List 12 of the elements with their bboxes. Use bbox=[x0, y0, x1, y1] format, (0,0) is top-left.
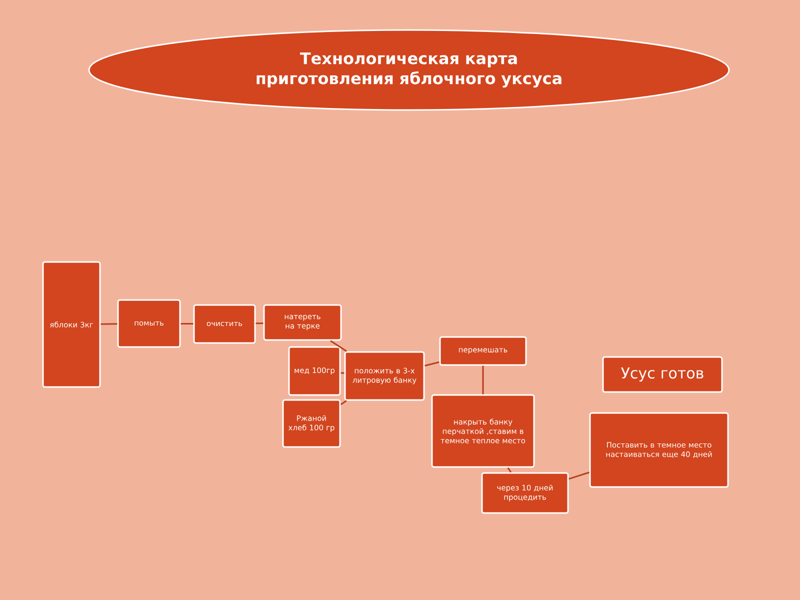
connector-line bbox=[340, 372, 344, 374]
connector-line bbox=[568, 472, 590, 480]
connector-line bbox=[256, 322, 264, 324]
connector-line bbox=[507, 467, 512, 473]
connector-line bbox=[424, 361, 440, 367]
connector-line bbox=[340, 400, 347, 406]
connector-line bbox=[100, 323, 118, 325]
connector-line bbox=[482, 366, 484, 394]
step-box: Усус готов bbox=[602, 356, 723, 393]
connector-line bbox=[180, 322, 194, 325]
title-banner: Технологическая карта приготовления яблочного уксуса bbox=[88, 29, 730, 111]
connector-line bbox=[330, 340, 347, 352]
